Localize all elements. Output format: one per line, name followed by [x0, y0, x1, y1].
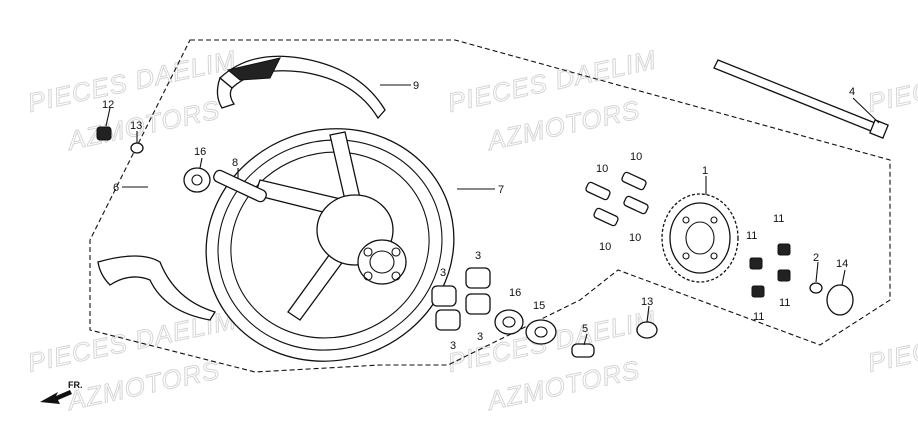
- callout-11: 11: [779, 297, 790, 309]
- watermark-line1: PIECES DAELIM: [865, 44, 918, 118]
- callout-16: 16: [509, 287, 521, 299]
- callout-3: 3: [440, 267, 446, 279]
- circlip-part: [826, 284, 854, 316]
- callout-10: 10: [596, 163, 608, 175]
- callout-3: 3: [450, 340, 456, 352]
- callout-7: 7: [498, 184, 504, 196]
- tire-part: [216, 55, 386, 120]
- callout-15: 15: [533, 300, 545, 312]
- leader-lines: [105, 84, 880, 346]
- wheel-rim-part: [205, 128, 455, 362]
- washer-part: [809, 282, 823, 294]
- callout-12: 12: [102, 99, 114, 111]
- callout-13: 13: [641, 296, 653, 308]
- front-direction-indicator: FR.: [40, 380, 83, 404]
- spacer-part: [636, 321, 658, 339]
- callout-3: 3: [475, 250, 481, 262]
- stud-bolts: [585, 171, 649, 227]
- collars-bearings: [183, 167, 595, 358]
- callout-11: 11: [753, 311, 764, 323]
- callout-13: 13: [130, 120, 142, 132]
- callout-10: 10: [630, 151, 642, 163]
- callout-5: 5: [582, 323, 588, 335]
- direction-arrow-icon: [40, 390, 72, 404]
- sprocket-part: [661, 193, 739, 283]
- callout-10: 10: [629, 232, 641, 244]
- callout-11: 11: [773, 213, 784, 225]
- axle-part: [713, 59, 889, 139]
- callout-16: 16: [194, 146, 206, 158]
- callout-10: 10: [599, 241, 611, 253]
- direction-label: FR.: [68, 380, 83, 390]
- watermark-group: PIECES DAELIM AZMOTORS PIECES DAELIM AZM…: [25, 44, 918, 417]
- bolt-part: [96, 126, 112, 141]
- callout-1: 1: [702, 165, 708, 177]
- tire-part-lower: [97, 255, 217, 321]
- callout-8: 8: [232, 157, 238, 169]
- nuts: [749, 243, 791, 298]
- callout-6: 6: [113, 182, 119, 194]
- callout-11: 11: [746, 230, 757, 242]
- washer-small-part: [130, 142, 144, 154]
- callout-3: 3: [477, 331, 483, 343]
- callout-4: 4: [849, 86, 855, 98]
- callout-14: 14: [836, 258, 848, 270]
- watermark-line1: PIECES DAELIM: [865, 304, 918, 378]
- callout-labels: 1 2 3 3 3 3 4 5 6 7 8 9 10 10 10 10 11 1…: [102, 80, 855, 352]
- assembly-outline: [89, 39, 891, 373]
- callout-2: 2: [813, 252, 819, 264]
- callout-9: 9: [413, 80, 419, 92]
